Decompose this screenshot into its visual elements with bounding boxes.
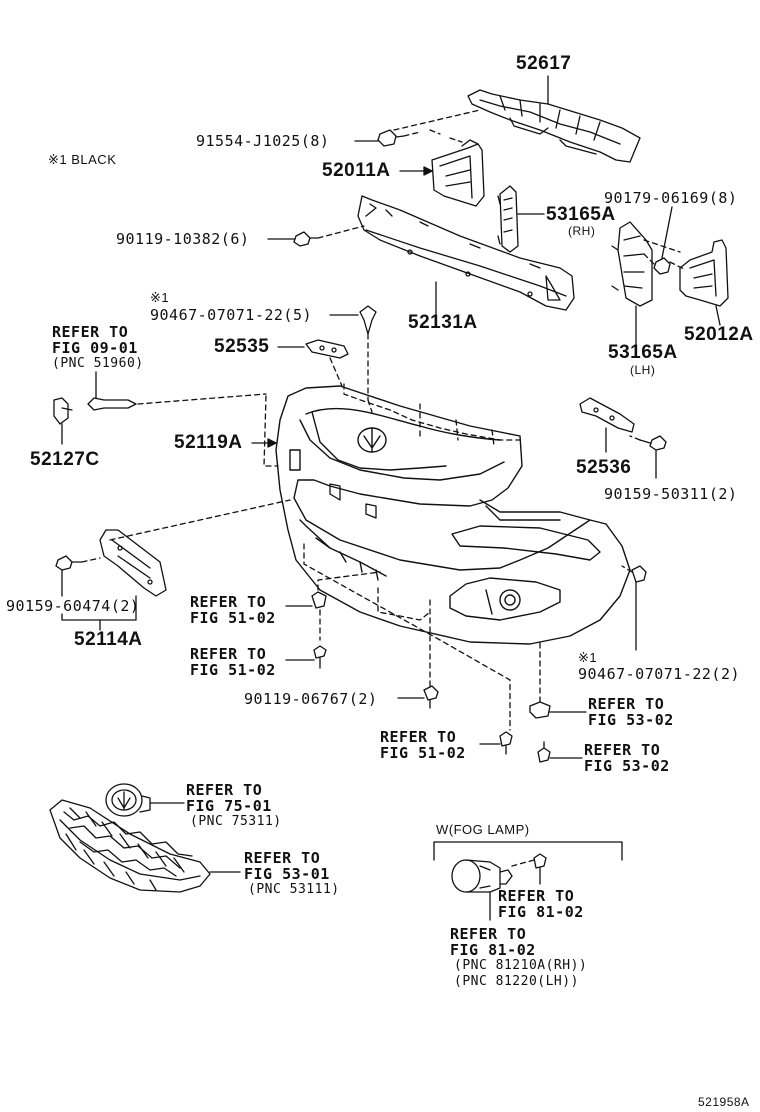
ref-53-01-line1: REFER TO: [244, 849, 321, 867]
part-53165A-lh-shape: [611, 221, 653, 307]
label-52131A: 52131A: [408, 312, 478, 333]
clip-51-02-a-shape: [311, 591, 327, 609]
ref-51-02-c-line1: REFER TO: [380, 728, 457, 746]
part-52011A-shape: [431, 139, 485, 207]
note-black: ※1 BLACK: [48, 152, 117, 167]
figure-id: 521958A: [698, 1095, 750, 1109]
part-52131A-shape: [357, 195, 575, 311]
ref-53-02-a-line1: REFER TO: [588, 695, 665, 713]
label-53165A-lh: 53165A: [608, 342, 678, 363]
label-90159-60474: 90159-60474(2): [6, 597, 140, 615]
ref-53-02-b-line1: REFER TO: [584, 741, 661, 759]
ref-51-02-b-line2: FIG 51-02: [190, 661, 276, 679]
label-lh: (LH): [630, 363, 656, 377]
label-53165A-rh: 53165A: [546, 204, 616, 225]
ref-81-02-b-pnc-rh: (PNC 81210A(RH)): [454, 958, 588, 973]
ref-81-02-b-line1: REFER TO: [450, 925, 527, 943]
ref-75-01-line1: REFER TO: [186, 781, 263, 799]
label-90119-06767: 90119-06767(2): [244, 690, 378, 708]
part-52536-shape: [579, 397, 635, 433]
ref-53-01-line2: FIG 53-01: [244, 865, 330, 883]
fog-lamp-bracket: [433, 841, 623, 861]
ref-51-02-c-line2: FIG 51-02: [380, 744, 466, 762]
label-52617: 52617: [516, 53, 572, 74]
mark-black-2: ※1: [578, 650, 598, 665]
bolt-90119-10382-shape: [293, 231, 319, 247]
ref-53-01-pnc: (PNC 53111): [248, 882, 340, 897]
label-90179-06169: 90179-06169(8): [604, 189, 738, 207]
ref-51-02-b-line1: REFER TO: [190, 645, 267, 663]
label-90159-50311: 90159-50311(2): [604, 485, 738, 503]
label-52536: 52536: [576, 457, 632, 478]
label-90119-10382: 90119-10382(6): [116, 230, 250, 248]
ref-09-01-line1: REFER TO: [52, 323, 129, 341]
fog-lamp-screw-shape: [533, 853, 547, 885]
bolt-91554-shape: [377, 129, 405, 147]
screw-51-02-c-shape: [499, 731, 513, 755]
label-52012A: 52012A: [684, 324, 754, 345]
part-52127C-shape: [53, 397, 73, 425]
mark-black-1: ※1: [150, 290, 170, 305]
emblem-75311-shape: [105, 783, 151, 817]
label-52011A: 52011A: [322, 160, 391, 181]
ref-51-02-a-line1: REFER TO: [190, 593, 267, 611]
label-52114A: 52114A: [74, 629, 143, 650]
screw-53-02-b-shape: [537, 741, 551, 763]
ref-81-02-b-pnc-lh: (PNC 81220(LH)): [454, 974, 579, 989]
fog-lamp-title: W(FOG LAMP): [436, 822, 530, 837]
part-52114A-shape: [99, 529, 167, 597]
label-rh: (RH): [568, 224, 596, 238]
label-52127C: 52127C: [30, 449, 100, 470]
screw-90159-60474-shape: [55, 555, 83, 571]
ref-81-02-b-line2: FIG 81-02: [450, 941, 536, 959]
ref-75-01-pnc: (PNC 75311): [190, 814, 282, 829]
part-52012A-shape: [679, 239, 729, 307]
part-52535-shape: [305, 339, 349, 359]
ref-51-02-a-line2: FIG 51-02: [190, 609, 276, 627]
screw-90119-06767-shape: [423, 685, 439, 709]
nut-53-02-a-shape: [529, 701, 551, 719]
clip-90467-top-shape: [359, 305, 377, 335]
ref-53-02-a-line2: FIG 53-02: [588, 711, 674, 729]
screw-90159-50311-shape: [639, 435, 667, 451]
grille-53111-shape: [49, 799, 211, 893]
wire-51960-shape: [87, 397, 137, 411]
label-52535: 52535: [214, 336, 270, 357]
part-52119A-bumper-shape: [275, 385, 631, 645]
ref-75-01-line2: FIG 75-01: [186, 797, 272, 815]
ref-81-02-a-line2: FIG 81-02: [498, 903, 584, 921]
ref-81-02-a-line1: REFER TO: [498, 887, 575, 905]
clip-90467-bottom-shape: [631, 565, 647, 583]
label-91554-J1025: 91554-J1025(8): [196, 132, 330, 150]
ref-09-01-pnc: (PNC 51960): [52, 356, 144, 371]
label-90467-07071-22-2: 90467-07071-22(2): [578, 665, 741, 683]
ref-53-02-b-line2: FIG 53-02: [584, 757, 670, 775]
part-53165A-rh-shape: [497, 185, 519, 253]
ref-09-01-line2: FIG 09-01: [52, 339, 138, 357]
screw-51-02-b-shape: [313, 645, 327, 669]
label-90467-07071-22-5: 90467-07071-22(5): [150, 306, 313, 324]
fog-lamp-shape: [451, 859, 513, 893]
nut-90179-shape: [653, 257, 671, 275]
part-52617-shape: [467, 89, 641, 163]
label-52119A: 52119A: [174, 432, 243, 453]
